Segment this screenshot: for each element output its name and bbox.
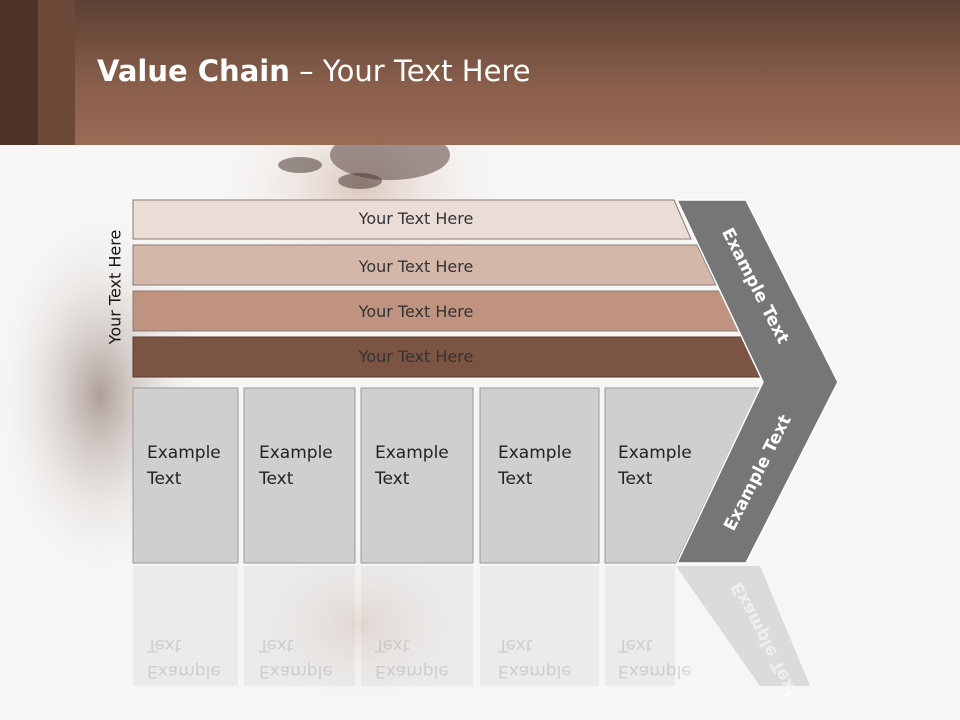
row-4-label: Your Text Here (358, 347, 474, 366)
chevron-arrow (675, 199, 839, 564)
title-rest: – Your Text Here (289, 54, 531, 88)
cell-1-box (132, 387, 239, 564)
cell-3-box (360, 387, 474, 564)
vertical-axis-label: Your Text Here (105, 229, 125, 345)
row-2-band (132, 244, 717, 286)
row-2-label: Your Text Here (358, 257, 474, 276)
row-3-label: Your Text Here (358, 302, 474, 321)
cell-5-box (604, 387, 761, 564)
cell-4-box (479, 387, 600, 564)
title-bold: Value Chain (97, 54, 290, 88)
slide-title: Value Chain – Your Text Here (97, 54, 531, 88)
row-1-band (132, 199, 692, 240)
example-cells (132, 387, 761, 564)
title-bar-accent-light (38, 0, 75, 145)
row-1-label: Your Text Here (358, 209, 474, 228)
cell-2-box (243, 387, 356, 564)
title-bar: Value Chain – Your Text Here (0, 0, 960, 145)
value-chain-rows (132, 199, 764, 378)
title-bar-accent-dark (0, 0, 38, 145)
cell-reflections (133, 566, 810, 686)
